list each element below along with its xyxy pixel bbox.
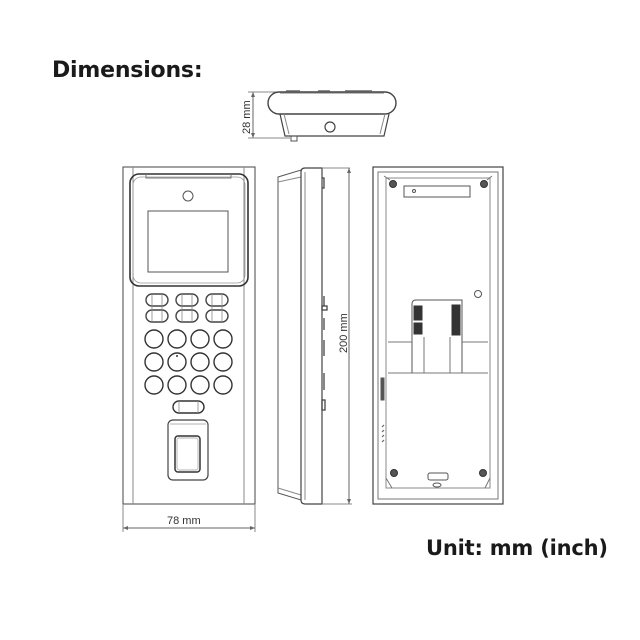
back-view: [372, 166, 504, 505]
depth-dimension-label: 28 mm: [241, 100, 253, 134]
page-title: Dimensions:: [52, 58, 203, 83]
side-view: 200 mm: [277, 167, 352, 505]
top-view: 28 mm: [241, 90, 397, 142]
front-view: 78 mm: [122, 166, 256, 532]
numeric-keypad: [144, 329, 233, 395]
unit-label: Unit: mm (inch): [426, 536, 608, 560]
function-keys: [145, 293, 229, 323]
height-dimension-label: 200 mm: [338, 313, 350, 353]
width-dimension-label: 78 mm: [167, 515, 201, 527]
